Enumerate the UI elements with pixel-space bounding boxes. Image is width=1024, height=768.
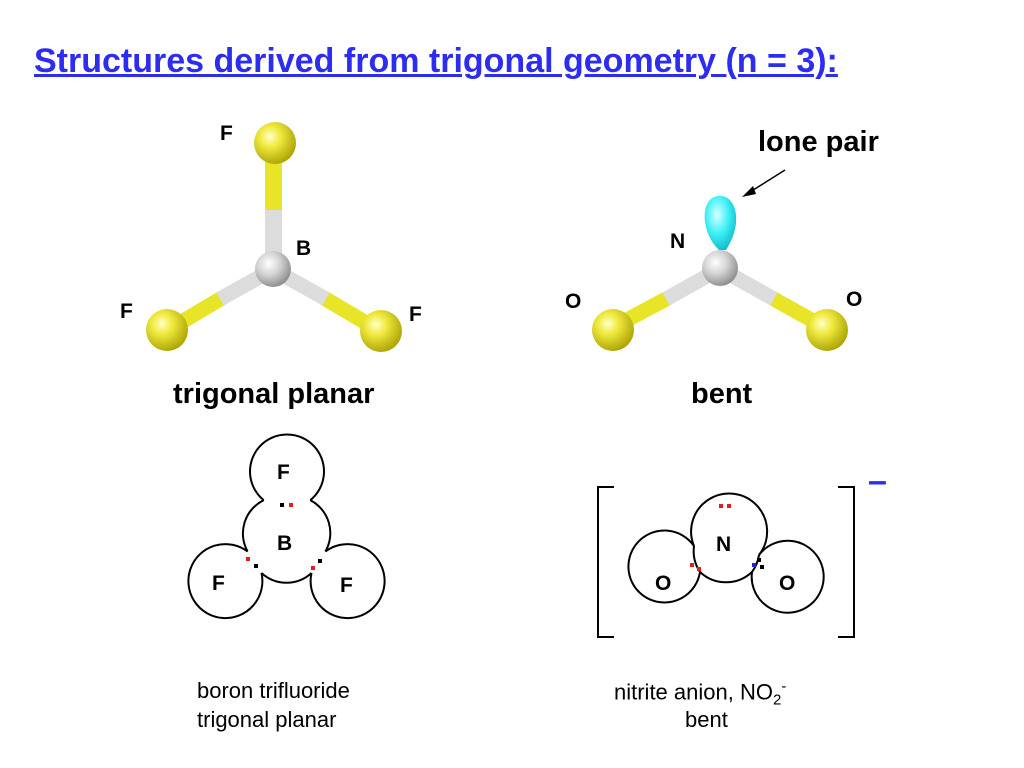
no2-label-o-left: O <box>565 290 582 313</box>
no2-lewis-label-o-left: O <box>655 572 672 595</box>
no2-caption-line2: bent <box>685 707 728 732</box>
bf3-electron-f-right <box>311 566 315 570</box>
bf3-electron-b-left <box>254 564 258 568</box>
bf3-lewis-circle-f-top <box>249 433 325 501</box>
bf3-ball-stick-model <box>146 122 402 352</box>
no2-lewis-label-o-right: O <box>779 572 796 595</box>
bf3-lewis-circle-b-top-right <box>309 499 332 552</box>
bf3-lewis-circle-f-left <box>187 543 264 620</box>
no2-ball-stick-model <box>592 169 848 351</box>
slide-title: Structures derived from trigonal geometr… <box>34 42 838 80</box>
no2-geometry-label: bent <box>691 378 753 410</box>
no2-lewis-circle-o-right <box>750 539 825 614</box>
no2-bracket-left <box>597 486 614 638</box>
no2-electron-blue <box>752 563 756 567</box>
bf3-electron-b-top <box>280 503 284 507</box>
no2-electron-n-top-1 <box>719 504 723 508</box>
lone-pair-label: lone pair <box>758 126 879 158</box>
bf3-caption-line2: trigonal planar <box>197 707 337 732</box>
bf3-atom-b <box>255 251 291 287</box>
bf3-label-b: B <box>296 237 312 260</box>
bf3-lewis-circle-f-right <box>309 543 386 620</box>
no2-lewis-circle-n-top <box>690 492 769 556</box>
no2-electron-o-left-1 <box>690 563 694 567</box>
no2-label-n: N <box>670 230 686 253</box>
lone-pair-arrow <box>749 169 786 193</box>
no2-electron-o-right <box>760 565 764 569</box>
no2-atom-o-right <box>806 309 848 351</box>
bf3-geometry-label: trigonal planar <box>173 378 375 410</box>
no2-lewis-circle-n-bottom <box>699 571 753 584</box>
no2-electron-n-top-2 <box>727 504 731 508</box>
no2-charge: – <box>868 462 887 500</box>
no2-caption-subscript: 2 <box>772 691 782 709</box>
no2-label-o-right: O <box>846 288 863 311</box>
no2-caption-line1: nitrite anion, NO2- <box>614 678 786 709</box>
no2-lewis-circle-o-left <box>627 529 701 604</box>
bf3-lewis-label-f-left: F <box>212 572 225 595</box>
bf3-lewis-label-f-right: F <box>340 574 353 597</box>
no2-atom-n <box>702 250 738 286</box>
bf3-bond-top-f-half <box>265 150 282 212</box>
no2-lewis-diagram <box>597 486 855 638</box>
bf3-atom-f-top <box>254 122 296 164</box>
bf3-lewis-circle-b-bottom <box>260 572 313 584</box>
no2-electron-n-right <box>757 558 761 562</box>
bf3-atom-f-right <box>360 310 402 352</box>
bf3-lewis-label-b: B <box>277 532 293 555</box>
bf3-electron-f-top <box>289 503 293 507</box>
bf3-label-f-left: F <box>120 300 133 323</box>
bf3-label-f-right: F <box>409 303 422 326</box>
bf3-lewis-circle-b-top-left <box>241 499 265 552</box>
bf3-atom-f-left <box>146 309 188 351</box>
no2-bracket-right <box>838 486 855 638</box>
bf3-electron-b-right <box>318 559 322 563</box>
no2-lewis-circle-n-right <box>751 554 760 573</box>
bf3-caption-line1: boron trifluoride <box>197 678 350 703</box>
no2-caption-prefix: nitrite anion, NO <box>614 679 773 705</box>
lone-pair-arrowhead <box>742 186 756 197</box>
bf3-lewis-electrons <box>246 503 322 570</box>
bf3-lewis-label-f-top: F <box>277 461 290 484</box>
no2-electron-o-left-2 <box>697 567 701 571</box>
no2-lewis-label-n: N <box>716 533 732 556</box>
no2-atom-o-left <box>592 309 634 351</box>
lone-pair-lobe <box>704 195 737 250</box>
no2-caption-superscript: - <box>781 678 787 695</box>
bf3-label-f-top: F <box>220 122 233 145</box>
no2-lewis-electrons <box>690 504 764 571</box>
bf3-electron-f-left <box>246 557 250 561</box>
bf3-lewis-diagram <box>187 433 386 620</box>
